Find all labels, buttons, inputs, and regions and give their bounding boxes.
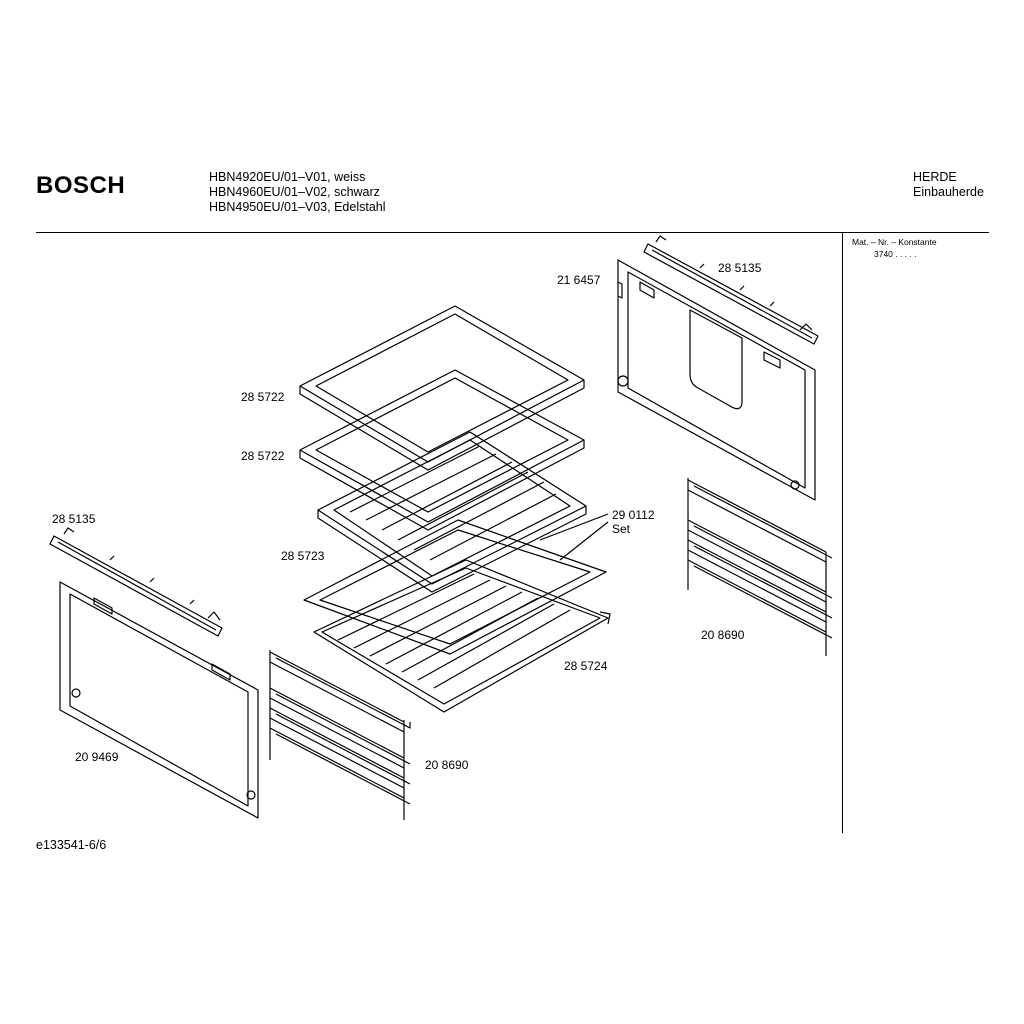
material-number-label: Mat. – Nr. – Konstante xyxy=(852,237,937,247)
model-line: HBN4960EU/01–V02, schwarz xyxy=(209,185,380,199)
door-frame-part xyxy=(59,581,259,819)
rail-part-top xyxy=(643,235,819,345)
back-panel-part xyxy=(617,259,816,501)
material-number-value: 3740 . . . . . xyxy=(874,249,917,259)
part-label: 29 0112 xyxy=(612,508,655,522)
baking-tray-part-1 xyxy=(299,305,585,471)
document-id: e133541-6/6 xyxy=(36,838,107,852)
part-label: 20 9469 xyxy=(75,750,119,764)
side-divider xyxy=(842,233,843,833)
category-block: HERDE Einbauherde xyxy=(913,170,984,200)
part-label: 28 5723 xyxy=(281,549,325,563)
part-label: 20 8690 xyxy=(701,628,745,642)
glass-tray-part xyxy=(303,519,607,655)
side-rack-part-left xyxy=(269,650,411,820)
rail-part-left xyxy=(49,527,223,637)
category-subtitle: Einbauherde xyxy=(913,185,984,199)
part-label: 28 5135 xyxy=(52,512,96,526)
category-title: HERDE xyxy=(913,170,957,184)
part-label: 28 5135 xyxy=(718,261,762,275)
model-line: HBN4920EU/01–V01, weiss xyxy=(209,170,366,184)
part-label: 28 5722 xyxy=(241,449,285,463)
leader-line xyxy=(539,513,609,561)
brand-logo: BOSCH xyxy=(36,172,126,199)
part-label: 20 8690 xyxy=(425,758,469,772)
part-label: 21 6457 xyxy=(557,273,601,287)
wire-shelf-part xyxy=(313,559,611,713)
model-line: HBN4950EU/01–V03, Edelstahl xyxy=(209,200,386,214)
grill-insert-part xyxy=(317,431,587,593)
part-label: 28 5724 xyxy=(564,659,608,673)
part-note: Set xyxy=(612,522,631,536)
header-divider xyxy=(36,232,989,233)
side-rack-part-right xyxy=(687,478,833,656)
model-list: HBN4920EU/01–V01, weiss HBN4960EU/01–V02… xyxy=(209,170,386,215)
part-label: 28 5722 xyxy=(241,390,285,404)
